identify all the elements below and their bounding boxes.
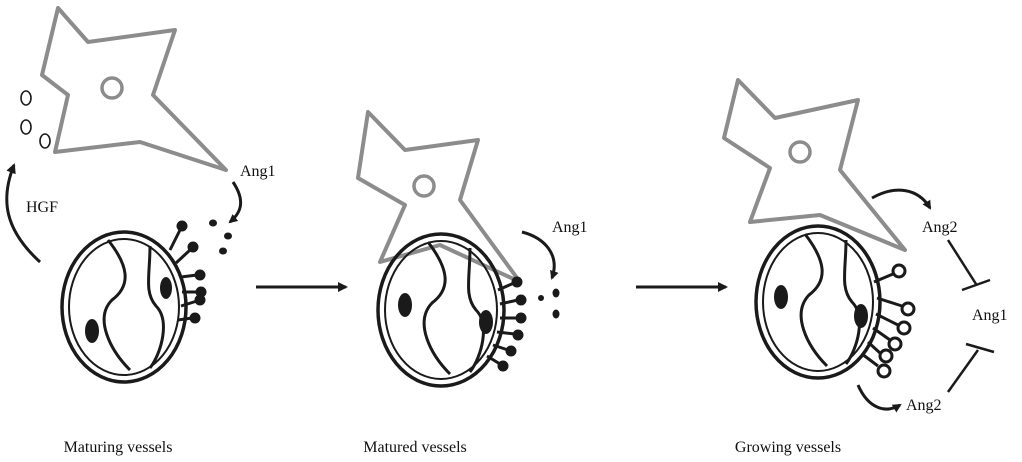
hgf-vesicles [21,91,50,148]
pericyte-cell [42,8,226,170]
caption-growing: Growing vessels [735,439,841,456]
label-ang2-top: Ang2 [922,219,958,236]
label-hgf: HGF [26,199,58,216]
label-ang1: Ang1 [240,163,276,180]
ang1-arrow [522,232,554,278]
panel-growing: Ang2 Ang1 Ang2 [724,80,1008,456]
ang2-arrow-top [872,190,930,208]
label-ang2-bottom: Ang2 [906,397,942,414]
vessel-cross-section [62,232,186,382]
vessel-cross-section [378,234,504,386]
ang1-molecules [209,220,232,255]
caption-matured: Matured vessels [363,439,467,456]
caption-maturing: Maturing vessels [64,439,173,456]
ang1-arrow [230,182,241,222]
ang2-arrow-bottom [858,385,900,409]
panel-maturing: HGF Ang1 Maturing [7,8,276,456]
ang1-molecules [538,289,560,319]
label-ang1: Ang1 [552,219,588,236]
label-ang1: Ang1 [972,307,1008,324]
panel-matured: Ang1 Matured vessels [358,112,588,456]
